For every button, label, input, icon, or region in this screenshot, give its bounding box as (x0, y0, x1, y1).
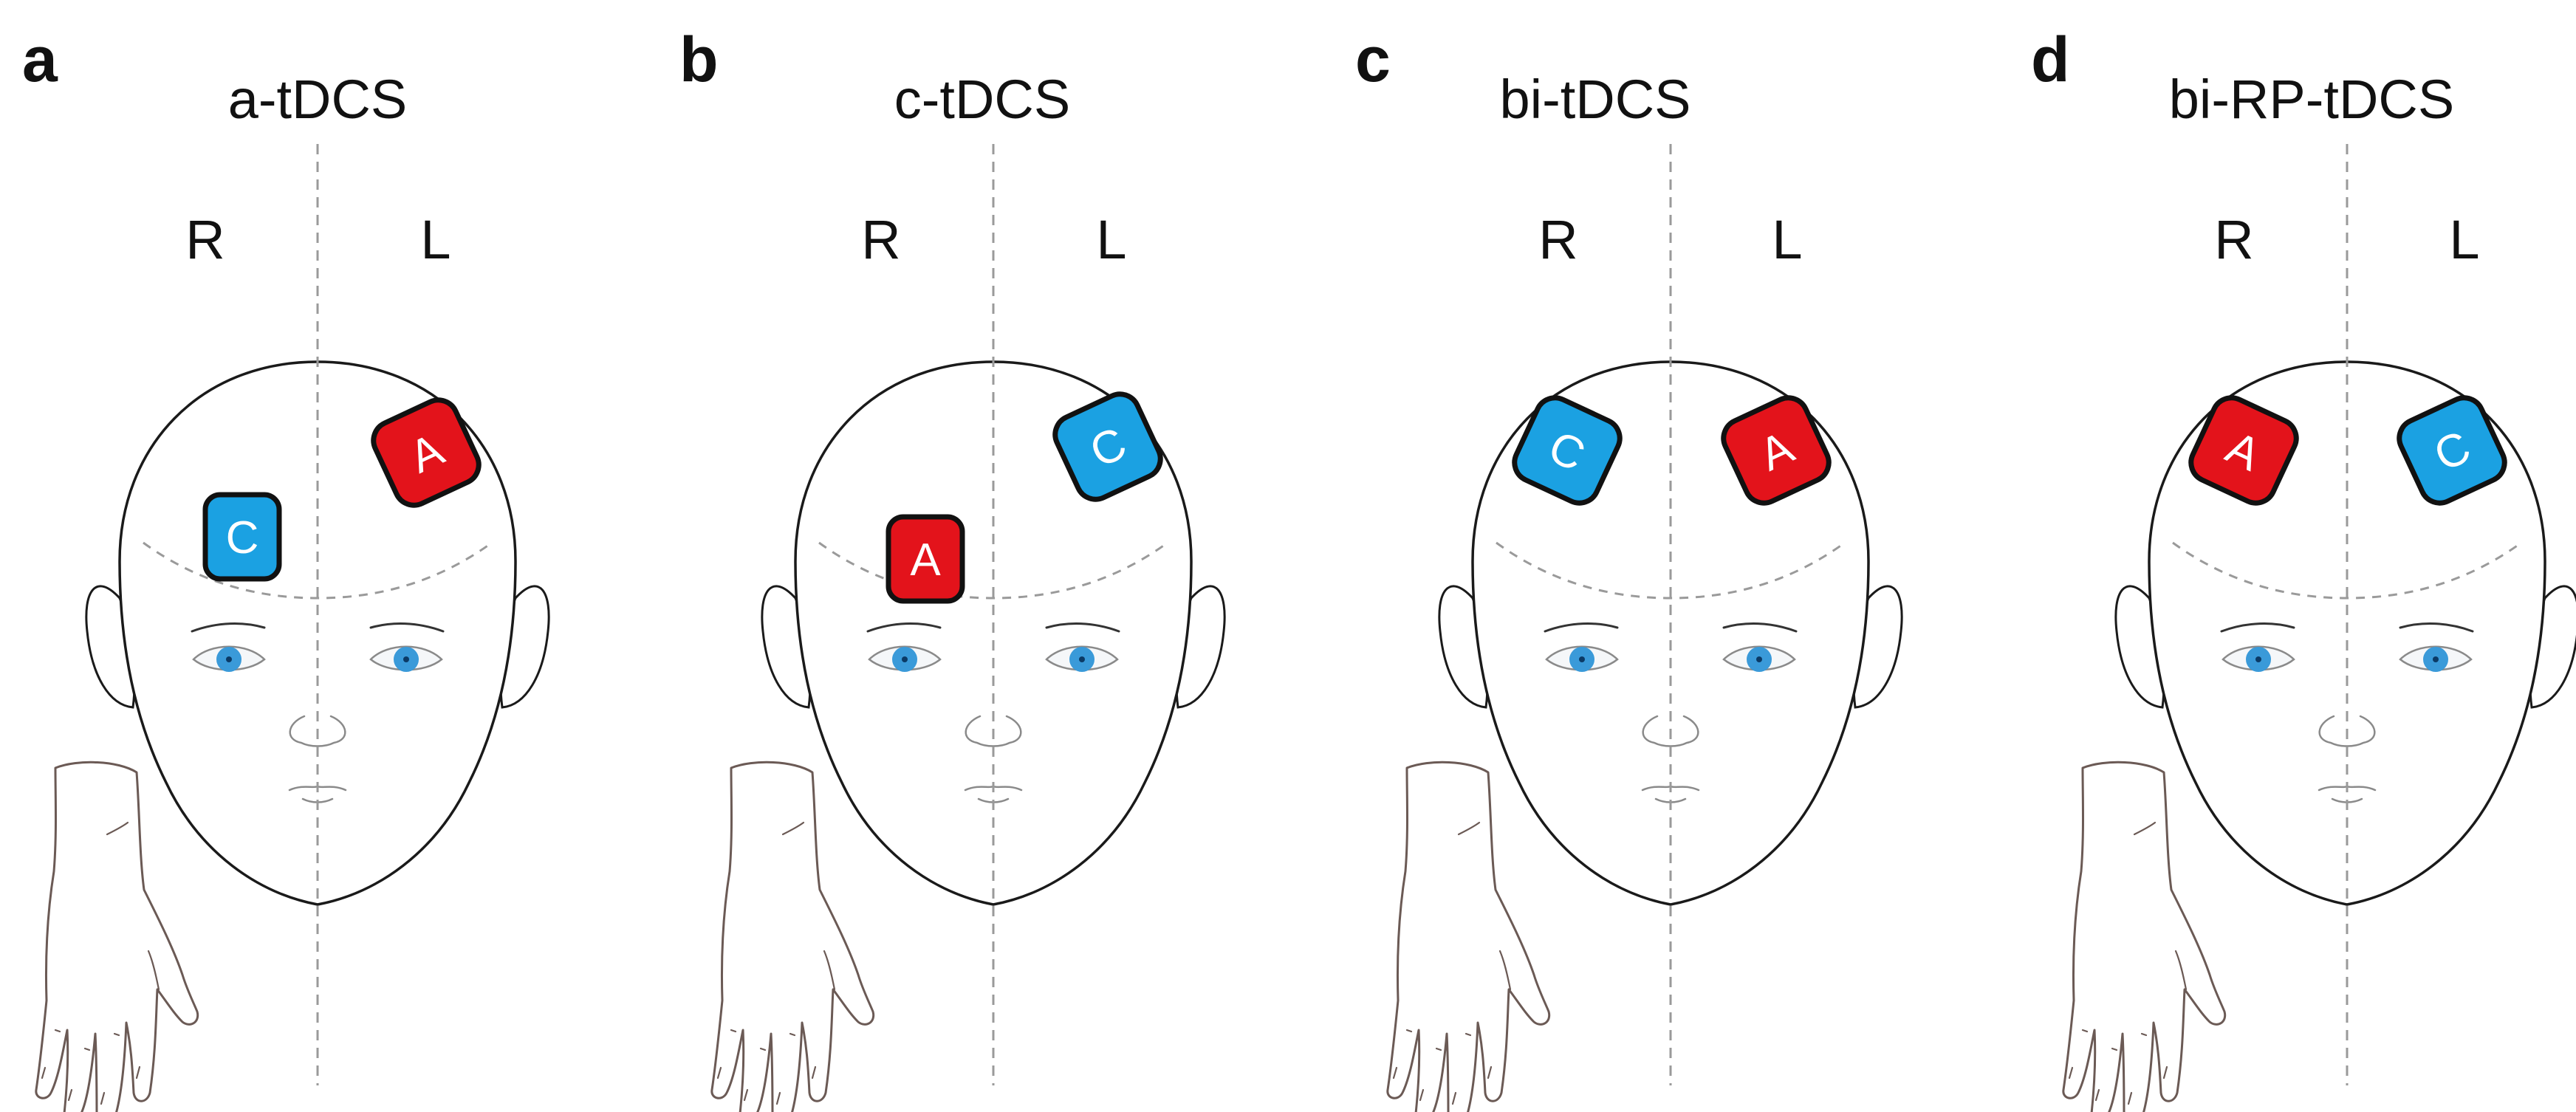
electrode-cathode: C (1512, 395, 1623, 506)
panel-letter: a (22, 24, 58, 95)
electrode-anode: A (371, 397, 482, 508)
left-hemisphere-label: L (1096, 209, 1126, 270)
right-hemisphere-label: R (2214, 209, 2253, 270)
hand-icon (35, 761, 199, 1112)
electrode-cathode: C (2397, 395, 2507, 506)
hand-icon (1386, 761, 1551, 1112)
panel-c: c bi-tDCS R L C A (1355, 24, 1903, 1112)
panel-b: b c-tDCS R L C A (679, 24, 1226, 1112)
panel-d: d bi-RP-tDCS R L A C (2031, 24, 2576, 1112)
left-hemisphere-label: L (2449, 209, 2479, 270)
left-hemisphere-label: L (420, 209, 451, 270)
electrode-anode: A (1721, 395, 1832, 506)
right-hemisphere-label: R (185, 209, 225, 270)
panel-title: a-tDCS (228, 69, 408, 130)
electrode-anode: A (886, 514, 965, 604)
right-hemisphere-label: R (861, 209, 900, 270)
panel-letter: c (1355, 24, 1391, 95)
panel-title: bi-tDCS (1499, 69, 1690, 130)
electrode-cathode: C (1052, 391, 1163, 502)
electrode-label: A (910, 535, 941, 586)
panel-a: a a-tDCS R L A C (22, 24, 550, 1112)
panel-letter: b (679, 24, 719, 95)
electrode-label: C (226, 512, 259, 563)
panel-title: c-tDCS (894, 69, 1070, 130)
right-hemisphere-label: R (1538, 209, 1578, 270)
electrode-anode: A (2188, 395, 2299, 506)
electrode-cathode: C (202, 492, 282, 582)
panel-title: bi-RP-tDCS (2169, 69, 2454, 130)
hand-icon (710, 761, 875, 1112)
panel-letter: d (2031, 24, 2070, 95)
left-hemisphere-label: L (1772, 209, 1802, 270)
hand-icon (2062, 761, 2227, 1112)
head-outline (2114, 360, 2576, 906)
